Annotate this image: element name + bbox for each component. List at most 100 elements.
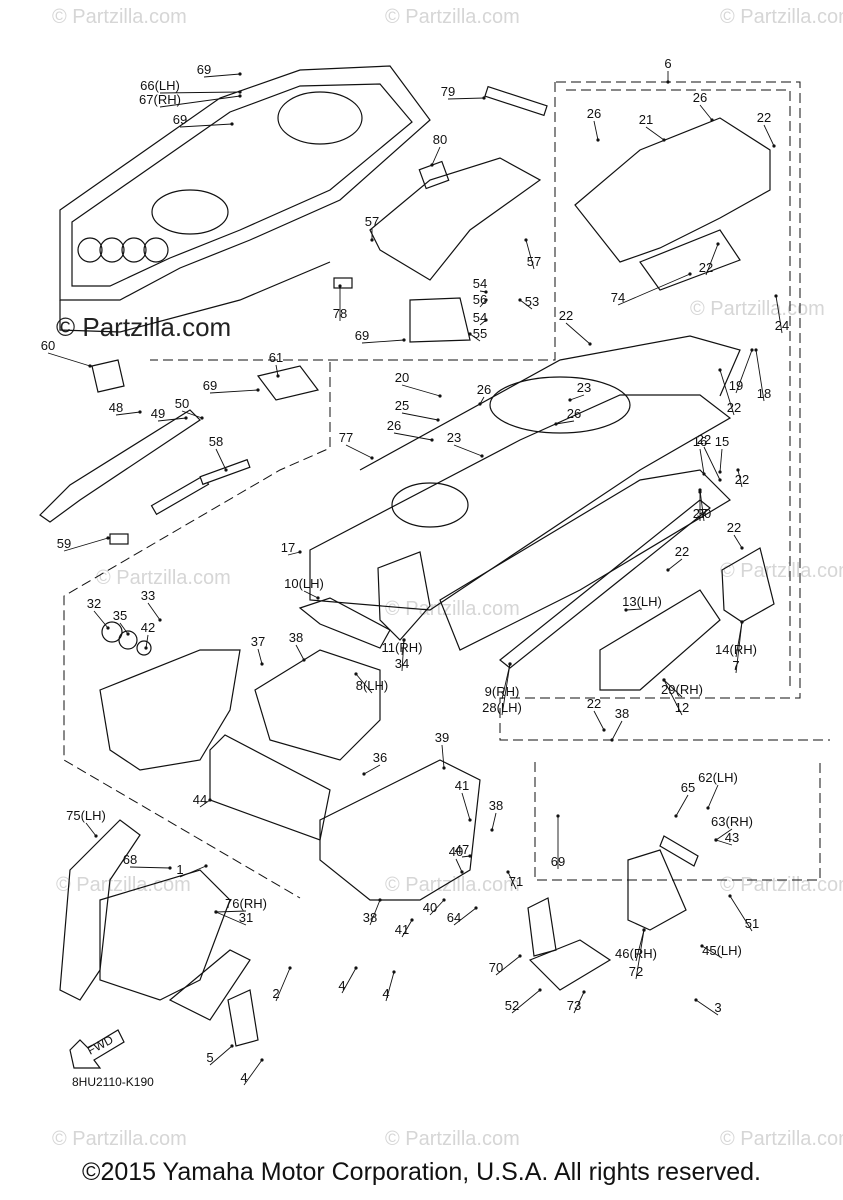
callout-anchor-dot xyxy=(484,290,488,294)
watermark: © Partzilla.com xyxy=(52,6,187,28)
callout: 26 xyxy=(554,406,581,426)
callout-leader-line xyxy=(491,812,497,831)
callout: 57 xyxy=(524,238,541,270)
callout-leader-line xyxy=(701,945,723,959)
callout: 21 xyxy=(639,112,666,142)
callout: 9(RH) xyxy=(485,662,520,700)
callout-label: 6 xyxy=(664,56,671,71)
callout-label: 3 xyxy=(714,1000,721,1015)
callout-label: 22 xyxy=(699,260,713,275)
callout-label: 77 xyxy=(339,430,353,445)
callout: 79 xyxy=(441,84,486,100)
callout-label: 38 xyxy=(289,630,303,645)
callout-label: 47 xyxy=(455,842,469,857)
callout-label: 59 xyxy=(57,536,71,551)
callout-label: 23 xyxy=(577,380,591,395)
callout-label: 22 xyxy=(757,110,771,125)
callout-anchor-dot xyxy=(436,418,440,422)
callout-anchor-dot xyxy=(316,596,320,600)
watermark: © Partzilla.com xyxy=(720,6,843,28)
callout-label: 45(LH) xyxy=(702,943,742,958)
callout-leader-line xyxy=(555,420,575,425)
callout-anchor-dot xyxy=(338,284,342,288)
callout-label: 40 xyxy=(423,900,437,915)
callout-leader-line xyxy=(401,412,439,421)
callout-label: 20 xyxy=(395,370,409,385)
callout-leader-line xyxy=(735,621,743,674)
callout-leader-line xyxy=(707,784,719,809)
callout-leader-line xyxy=(695,999,719,1016)
callout-leader-line xyxy=(93,610,109,629)
callout-label: 4 xyxy=(240,1070,247,1085)
callout-label: 64 xyxy=(447,910,461,925)
callout-label: 73 xyxy=(567,998,581,1013)
callout-anchor-dot xyxy=(556,814,560,818)
callout: 12 xyxy=(662,678,689,716)
front-frame-1-lower xyxy=(99,869,231,1001)
callout-leader-line xyxy=(363,764,381,775)
callout-label: 7 xyxy=(732,658,739,673)
callout-leader-line xyxy=(275,364,279,377)
callout-anchor-dot xyxy=(484,298,488,302)
callout-label: 69 xyxy=(173,112,187,127)
callout-leader-line xyxy=(625,608,643,611)
bulkhead-37 xyxy=(254,649,381,761)
callout-anchor-dot xyxy=(774,294,778,298)
callout: 57 xyxy=(365,214,379,242)
bearing-33 xyxy=(118,630,138,650)
callout: 26 xyxy=(587,106,601,142)
callout-label: 52 xyxy=(505,998,519,1013)
callout-label: 46(RH) xyxy=(615,946,657,961)
callout: 50 xyxy=(175,396,204,420)
partzilla-logo-watermark: © Partzilla.com xyxy=(56,312,232,342)
callout-leader-line xyxy=(179,865,207,878)
callout-anchor-dot xyxy=(490,828,494,832)
bracket-10-11 xyxy=(377,551,431,641)
flap-72 xyxy=(528,939,612,991)
callout-label: 13(LH) xyxy=(622,594,662,609)
callout: 38 xyxy=(489,798,503,832)
callout-anchor-dot xyxy=(518,298,522,302)
callout: 14(RH) xyxy=(715,620,757,658)
callout: 68 xyxy=(123,852,172,870)
callout: 5 xyxy=(206,1044,234,1066)
callout-anchor-dot xyxy=(688,272,692,276)
callout-anchor-dot xyxy=(480,454,484,458)
callout-anchor-dot xyxy=(662,138,666,142)
callout-leader-line xyxy=(525,239,535,270)
callout-label: 22 xyxy=(675,544,689,559)
callout-label: 40 xyxy=(449,844,463,859)
callout: 19 xyxy=(729,348,754,394)
callout: 10(LH) xyxy=(284,576,324,600)
callout-label: 10(LH) xyxy=(284,576,324,591)
callout: 54 xyxy=(473,310,488,326)
callout: 34 xyxy=(395,638,409,672)
rail-strip-8-9 xyxy=(499,499,711,669)
callout-leader-line xyxy=(431,146,441,166)
callout: 38 xyxy=(363,898,382,926)
callout: 69 xyxy=(197,62,242,78)
copyright-notice: ©2015 Yamaha Motor Corporation, U.S.A. A… xyxy=(82,1158,761,1186)
callout: 35 xyxy=(113,608,130,636)
callout-leader-line xyxy=(635,929,645,980)
callout-anchor-dot xyxy=(702,472,706,476)
callout-leader-line xyxy=(635,929,645,962)
callout-label: 67(RH) xyxy=(139,92,181,107)
callout-leader-line xyxy=(181,410,203,419)
callout-anchor-dot xyxy=(302,658,306,662)
callout-label: 22 xyxy=(727,400,741,415)
callout: 39 xyxy=(435,730,449,770)
callout: 22 xyxy=(735,468,749,488)
callout: 77 xyxy=(339,430,374,460)
bracket-2 xyxy=(227,989,259,1047)
callout: 4 xyxy=(240,1058,264,1086)
callout-label: 4 xyxy=(338,978,345,993)
callout: 44 xyxy=(193,792,212,808)
bracket-51 xyxy=(527,897,557,957)
callout: 71 xyxy=(506,870,523,890)
callout-label: 9(RH) xyxy=(485,684,520,699)
callout: 24 xyxy=(774,294,789,334)
callout-label: 29(RH) xyxy=(661,682,703,697)
callout: 2 xyxy=(272,966,292,1002)
